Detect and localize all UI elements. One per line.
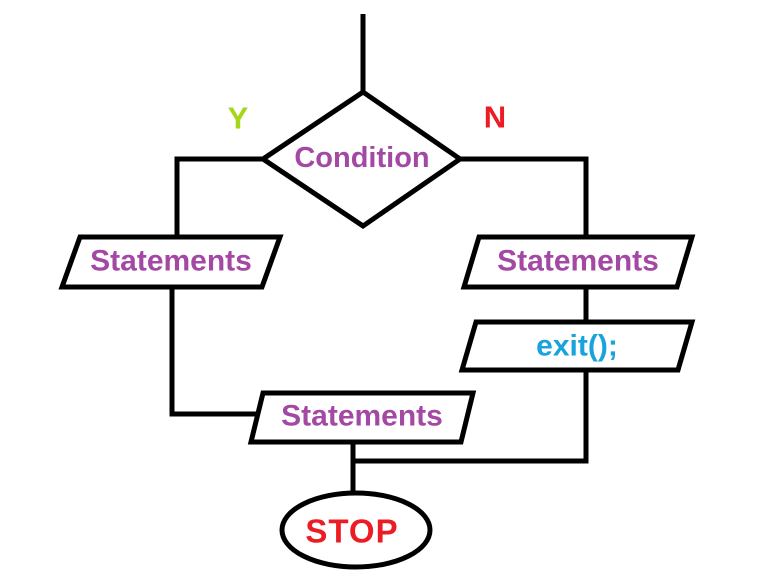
- exit-label: exit();: [536, 330, 618, 363]
- left-to-bottom-line: [169, 284, 262, 417]
- statements-left-parallelogram: [58, 234, 284, 290]
- stop-ellipse: [279, 490, 433, 570]
- stop-label: STOP: [305, 513, 398, 550]
- flowchart-group: Y N Condition Statements Statements exit…: [58, 14, 696, 570]
- exit-to-junction-line: [353, 367, 589, 464]
- yes-branch-line: [174, 156, 263, 242]
- no-branch-line: [460, 156, 589, 242]
- no-branch-label: N: [484, 100, 506, 135]
- statements-bottom-parallelogram: [247, 390, 477, 445]
- statements-bottom-label: Statements: [281, 400, 443, 433]
- exit-parallelogram: [458, 319, 696, 373]
- condition-label: Condition: [294, 142, 429, 174]
- yes-branch-label: Y: [228, 101, 249, 136]
- statements-right-label: Statements: [497, 245, 659, 278]
- statements-left-label: Statements: [90, 245, 252, 278]
- condition-diamond: [258, 88, 465, 230]
- statements-right-parallelogram: [460, 234, 696, 290]
